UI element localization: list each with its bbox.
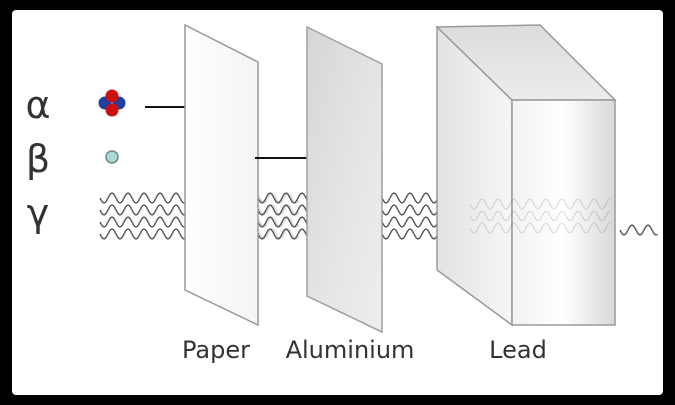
paper-sheet — [184, 23, 259, 327]
lead-block — [435, 24, 617, 327]
gamma-wave-line — [469, 210, 610, 222]
gamma-wave-line — [469, 222, 610, 234]
beta-particle-icon — [105, 150, 119, 164]
lead-label: Lead — [489, 336, 547, 364]
paper-label: Paper — [182, 336, 250, 364]
gamma-wave-line — [619, 224, 658, 236]
gamma-waves-through-lead — [469, 198, 658, 236]
aluminium-label: Aluminium — [286, 336, 415, 364]
gamma-wave-line — [469, 198, 610, 210]
aluminium-sheet — [306, 25, 383, 334]
gamma-label: γ — [27, 191, 50, 235]
alpha-label: α — [25, 83, 50, 127]
beta-label: β — [26, 137, 50, 181]
alpha-particle-icon — [98, 89, 126, 117]
